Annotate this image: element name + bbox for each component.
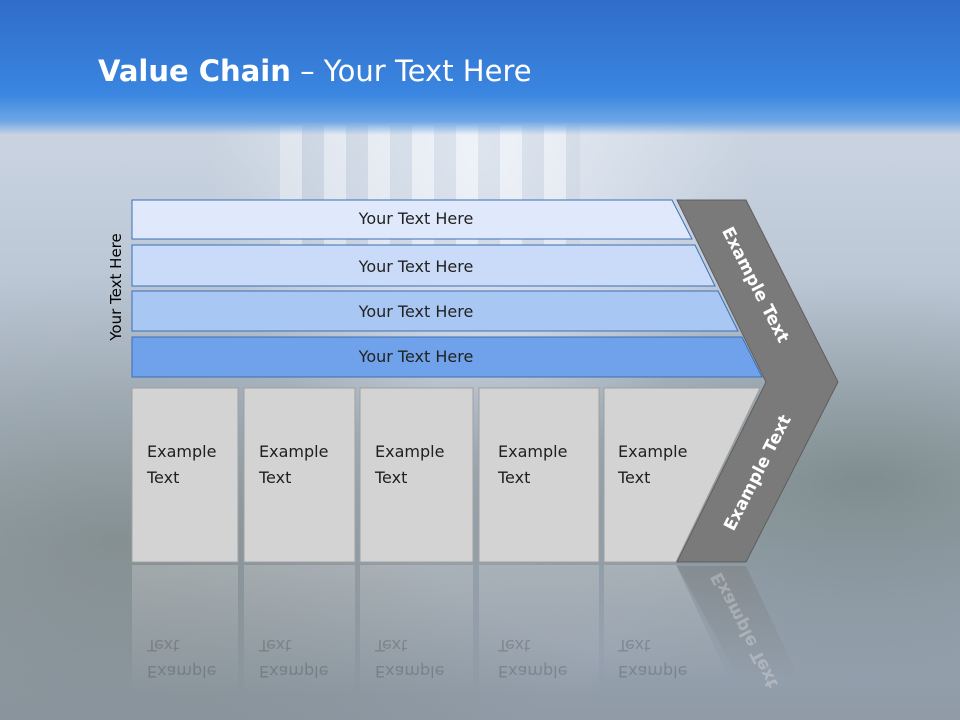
bar-4-label: Your Text Here xyxy=(358,347,474,366)
bar-2-label: Your Text Here xyxy=(358,257,474,276)
slide-header xyxy=(0,0,960,135)
box-2-reflect-line2: Text xyxy=(259,636,292,655)
bar-1-label: Your Text Here xyxy=(358,209,474,228)
bar-4-shape xyxy=(131,336,763,378)
box-1-reflect-line1: Example xyxy=(147,662,217,681)
slide-title: Value Chain – Your Text Here xyxy=(98,54,532,88)
box-1-line1: Example xyxy=(147,442,217,461)
box-4-reflect-line1: Example xyxy=(498,662,568,681)
box-4-shape xyxy=(478,387,600,563)
box-1-reflection-text: Example Text xyxy=(147,632,216,684)
box-3-reflect-line2: Text xyxy=(375,636,408,655)
box-2-line1: Example xyxy=(259,442,329,461)
box-3-reflection-text: Example Text xyxy=(375,632,444,684)
box-5-line2: Text xyxy=(618,468,651,487)
box-2-reflect-line1: Example xyxy=(259,662,329,681)
box-5-reflection-text: Example Text xyxy=(618,632,687,684)
box-3-line1: Example xyxy=(375,442,445,461)
box-reflection xyxy=(479,565,599,695)
bar-3-label: Your Text Here xyxy=(358,302,474,321)
box-4-line1: Example xyxy=(498,442,568,461)
box-2-shape xyxy=(243,387,356,563)
title-bold: Value Chain xyxy=(98,54,291,88)
box-5-reflect-line1: Example xyxy=(618,662,688,681)
bar-3-shape xyxy=(131,290,739,332)
box-4-line2: Text xyxy=(498,468,531,487)
box-3-reflect-line1: Example xyxy=(375,662,445,681)
box-3-shape xyxy=(359,387,474,563)
box-5-reflect-line2: Text xyxy=(618,636,651,655)
box-reflection xyxy=(360,565,473,695)
box-4-reflection-text: Example Text xyxy=(498,632,567,684)
box-1-reflect-line2: Text xyxy=(147,636,180,655)
box-4-reflect-line2: Text xyxy=(498,636,531,655)
box-5-line1: Example xyxy=(618,442,688,461)
bar-1-shape xyxy=(131,199,693,240)
box-2-reflection-text: Example Text xyxy=(259,632,328,684)
box-1-line2: Text xyxy=(147,468,180,487)
bar-2-shape xyxy=(131,244,716,287)
chevron-arrow xyxy=(676,199,839,563)
chevron-reflection xyxy=(677,566,800,680)
box-1-shape xyxy=(131,387,239,563)
box-reflection xyxy=(604,565,730,680)
title-rest: – Your Text Here xyxy=(290,54,532,88)
box-5-shape xyxy=(603,387,761,563)
box-reflection xyxy=(132,565,238,695)
box-2-line2: Text xyxy=(259,468,292,487)
box-reflection xyxy=(244,565,355,695)
box-3-line2: Text xyxy=(375,468,408,487)
